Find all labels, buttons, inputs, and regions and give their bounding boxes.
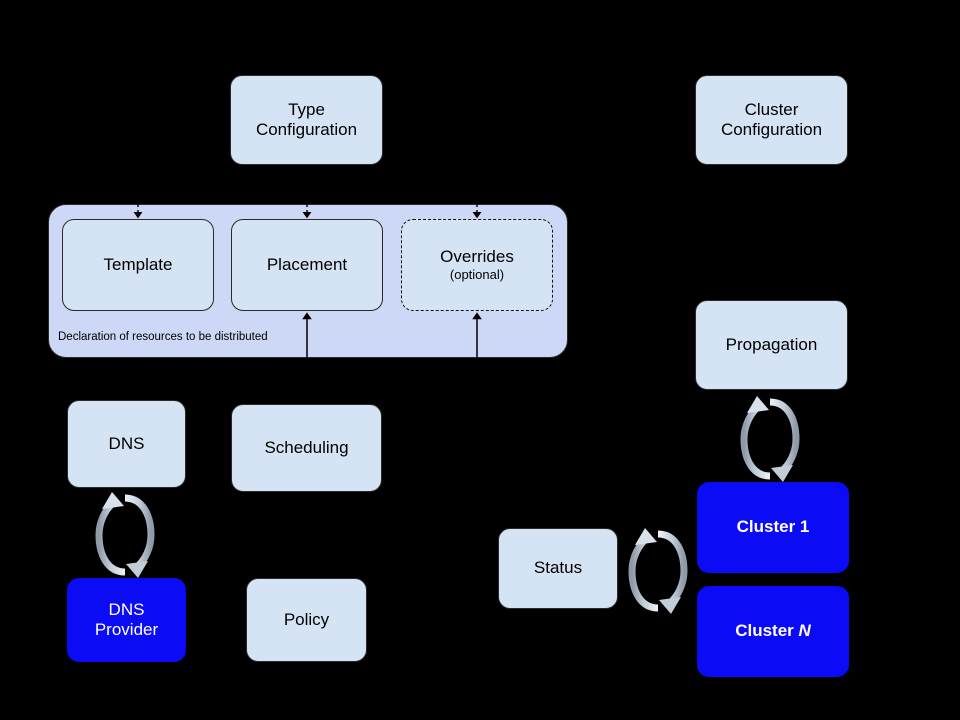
group-federated-resource-caption: Declaration of resources to be distribut… xyxy=(58,331,268,343)
dns-provider-line1: DNS xyxy=(108,599,145,619)
dns-provider-line2: Provider xyxy=(94,620,159,639)
cluster-configuration-line2: Configuration xyxy=(720,120,823,139)
sync-arrows-icon-status xyxy=(632,528,684,614)
node-status[interactable]: Status xyxy=(498,528,618,609)
cluster-1-prefix: Cluster xyxy=(736,517,800,537)
node-policy[interactable]: Policy xyxy=(246,578,367,662)
node-propagation-label: Propagation xyxy=(725,334,818,354)
node-placement[interactable]: Placement xyxy=(231,219,383,311)
node-policy-label: Policy xyxy=(283,609,330,629)
node-dns[interactable]: DNS xyxy=(67,400,186,488)
node-dns-label: DNS xyxy=(108,433,145,453)
node-scheduling-label: Scheduling xyxy=(264,437,349,457)
sync-arrows-icon-propagation xyxy=(744,396,796,482)
cluster-configuration-line1: Cluster xyxy=(744,99,799,119)
node-template-label: Template xyxy=(103,254,173,274)
node-overrides-label: Overrides (optional) xyxy=(440,247,514,283)
node-type-configuration-label: Type Configuration xyxy=(256,100,357,140)
node-cluster-configuration-label: Cluster Configuration xyxy=(721,100,822,140)
node-propagation[interactable]: Propagation xyxy=(695,300,848,390)
node-cluster-configuration[interactable]: Cluster Configuration xyxy=(695,75,848,165)
node-scheduling[interactable]: Scheduling xyxy=(231,404,382,492)
node-cluster-n[interactable]: Cluster N xyxy=(697,586,849,677)
cluster-n-prefix: Cluster xyxy=(735,621,799,641)
node-overrides[interactable]: Overrides (optional) xyxy=(401,219,553,311)
node-dns-provider-label: DNS Provider xyxy=(95,600,158,640)
node-cluster-1-label: Cluster 1 xyxy=(737,517,810,537)
node-type-configuration[interactable]: Type Configuration xyxy=(230,75,383,165)
node-template[interactable]: Template xyxy=(62,219,214,311)
node-cluster-1[interactable]: Cluster 1 xyxy=(697,482,849,573)
type-configuration-line2: Configuration xyxy=(255,120,358,139)
node-cluster-n-label: Cluster N xyxy=(735,621,811,641)
node-dns-provider[interactable]: DNS Provider xyxy=(67,578,186,662)
cluster-n-suffix: N xyxy=(798,621,811,641)
sync-arrows-icon-dns xyxy=(99,492,151,578)
node-overrides-title: Overrides xyxy=(440,246,514,266)
node-status-label: Status xyxy=(533,558,583,578)
node-overrides-sublabel: (optional) xyxy=(449,266,505,282)
node-placement-label: Placement xyxy=(266,254,348,274)
cluster-1-suffix: 1 xyxy=(799,517,810,537)
type-configuration-line1: Type xyxy=(288,99,325,119)
